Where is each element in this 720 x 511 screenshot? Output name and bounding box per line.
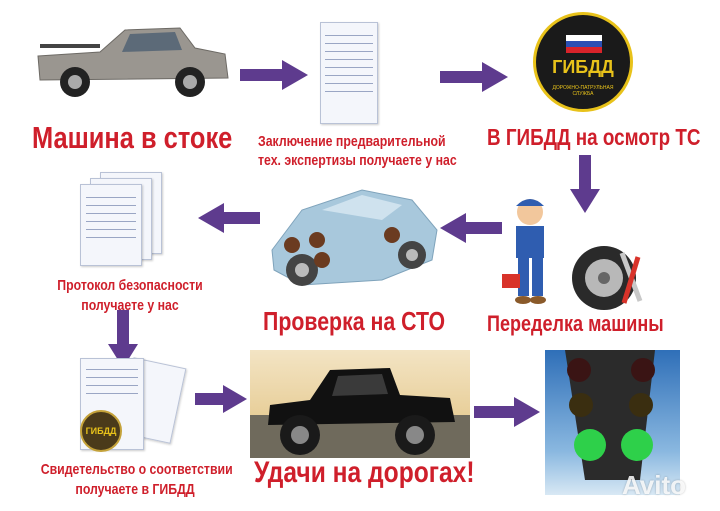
avito-watermark: Avito [622, 470, 687, 500]
step-label-pre-expertise: Заключение предварительной тех. эксперти… [258, 132, 457, 170]
step-label-modification: Переделка машины [487, 311, 664, 336]
lifted-truck-photo [250, 350, 470, 458]
arrow-left-icon [440, 213, 502, 243]
badge-title: ГИБДД [552, 57, 614, 77]
label-line: Заключение предварительной [258, 133, 446, 150]
mechanic-image [502, 199, 546, 304]
traffic-light-photo [545, 350, 680, 495]
step-label-stock: Машина в стоке [32, 120, 233, 155]
arrow-right-icon [240, 60, 308, 90]
arrow-right-icon [440, 62, 508, 92]
gibdd-badge: ГИБДД ДОРОЖНО-ПАТРУЛЬНАЯ СЛУЖБА [533, 12, 633, 112]
car-chassis-image [271, 189, 438, 286]
wheel-wrench-image [572, 246, 643, 310]
badge-ring-text: ДОРОЖНО-ПАТРУЛЬНАЯ СЛУЖБА [552, 85, 614, 97]
step-label-sto-check: Проверка на СТО [263, 306, 446, 336]
pickup-truck-image [37, 27, 229, 97]
step-label-good-luck: Удачи на дорогах! [254, 456, 475, 489]
step-label-gibdd-inspection: В ГИБДД на осмотр ТС [487, 124, 701, 150]
document-icon [80, 184, 142, 266]
document-icon [320, 22, 378, 124]
label-line: Протокол безопасности [57, 277, 203, 294]
label-line: получаете в ГИБДД [75, 481, 195, 498]
arrow-down-icon [108, 310, 138, 368]
step-label-certificate: Свидетельство о соответствии получаете в… [40, 460, 233, 500]
arrow-left-icon [198, 203, 260, 233]
label-line: тех. экспертизы получаете у нас [258, 152, 457, 169]
step-label-safety-protocol: Протокол безопасности получаете у нас [48, 276, 212, 316]
seal-title: ГИБДД [85, 426, 117, 436]
label-line: Свидетельство о соответствии [40, 461, 233, 478]
gibdd-seal: ГИБДД [80, 410, 122, 452]
arrow-down-icon [570, 155, 600, 213]
label-line: получаете у нас [81, 297, 179, 314]
arrow-right-icon [195, 385, 247, 413]
arrow-right-icon [474, 397, 540, 427]
